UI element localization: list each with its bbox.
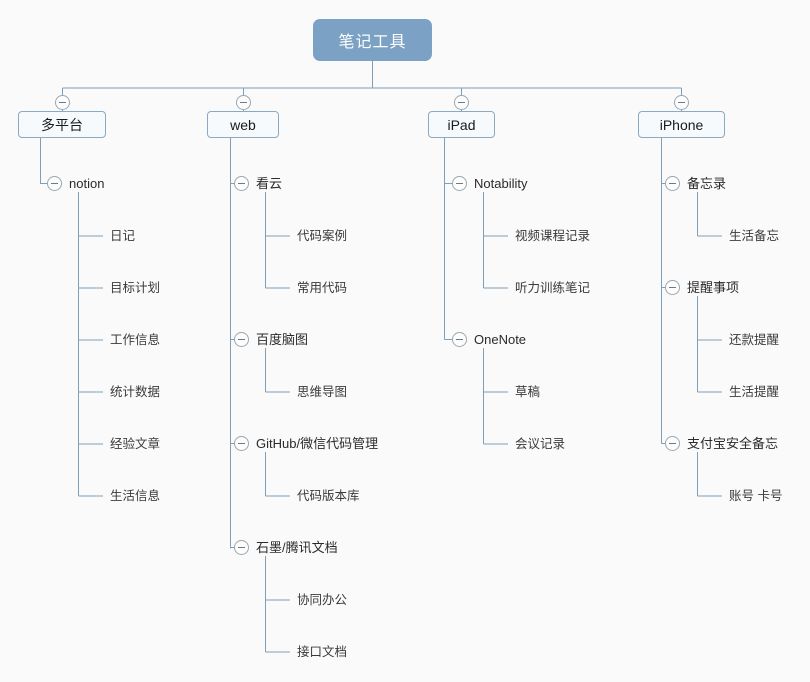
- collapse-minus-icon-kanyun[interactable]: [234, 176, 249, 191]
- leaf-node[interactable]: 工作信息: [110, 333, 161, 347]
- root-node[interactable]: 笔记工具: [313, 19, 432, 61]
- leaf-node[interactable]: 代码版本库: [297, 489, 360, 503]
- sub-node-kanyun[interactable]: 看云: [256, 176, 283, 191]
- collapse-minus-icon-github[interactable]: [234, 436, 249, 451]
- leaf-node[interactable]: 视频课程记录: [515, 229, 591, 243]
- leaf-node[interactable]: 代码案例: [297, 229, 348, 243]
- branch-node-duopingtai[interactable]: 多平台: [18, 111, 106, 138]
- collapse-minus-icon-zhifubao[interactable]: [665, 436, 680, 451]
- leaf-node[interactable]: 会议记录: [515, 437, 566, 451]
- branch-node-iphone[interactable]: iPhone: [638, 111, 725, 138]
- branch-node-ipad[interactable]: iPad: [428, 111, 495, 138]
- leaf-node[interactable]: 经验文章: [110, 437, 161, 451]
- leaf-node[interactable]: 听力训练笔记: [515, 281, 591, 295]
- leaf-node[interactable]: 目标计划: [110, 281, 161, 295]
- leaf-node[interactable]: 协同办公: [297, 593, 348, 607]
- collapse-minus-icon-onenote[interactable]: [452, 332, 467, 347]
- leaf-node[interactable]: 还款提醒: [729, 333, 780, 347]
- leaf-node[interactable]: 日记: [110, 229, 136, 243]
- sub-node-github[interactable]: GitHub/微信代码管理: [256, 436, 379, 451]
- sub-node-tixingshixiang[interactable]: 提醒事项: [687, 280, 740, 295]
- sub-node-zhifubao[interactable]: 支付宝安全备忘: [687, 436, 779, 451]
- leaf-node[interactable]: 接口文档: [297, 645, 348, 659]
- collapse-minus-icon-duopingtai[interactable]: [55, 95, 70, 110]
- collapse-minus-icon-notion[interactable]: [47, 176, 62, 191]
- leaf-node[interactable]: 思维导图: [297, 385, 348, 399]
- collapse-minus-icon-ipad[interactable]: [454, 95, 469, 110]
- sub-node-beiwanglu[interactable]: 备忘录: [687, 176, 727, 191]
- leaf-node[interactable]: 生活信息: [110, 489, 161, 503]
- sub-node-baidunaotu[interactable]: 百度脑图: [256, 332, 309, 347]
- leaf-node[interactable]: 草稿: [515, 385, 541, 399]
- sub-node-onenote[interactable]: OneNote: [474, 332, 527, 347]
- collapse-minus-icon-baidunaotu[interactable]: [234, 332, 249, 347]
- collapse-minus-icon-web[interactable]: [236, 95, 251, 110]
- collapse-minus-icon-notability[interactable]: [452, 176, 467, 191]
- collapse-minus-icon-beiwanglu[interactable]: [665, 176, 680, 191]
- collapse-minus-icon-iphone[interactable]: [674, 95, 689, 110]
- leaf-node[interactable]: 账号 卡号: [729, 489, 783, 503]
- sub-node-notability[interactable]: Notability: [474, 176, 528, 191]
- leaf-node[interactable]: 生活提醒: [729, 385, 780, 399]
- leaf-node[interactable]: 统计数据: [110, 385, 161, 399]
- collapse-minus-icon-shimo[interactable]: [234, 540, 249, 555]
- sub-node-notion[interactable]: notion: [69, 176, 105, 191]
- collapse-minus-icon-tixingshixiang[interactable]: [665, 280, 680, 295]
- branch-node-web[interactable]: web: [207, 111, 279, 138]
- leaf-node[interactable]: 生活备忘: [729, 229, 780, 243]
- leaf-node[interactable]: 常用代码: [297, 281, 348, 295]
- sub-node-shimo[interactable]: 石墨/腾讯文档: [256, 540, 338, 555]
